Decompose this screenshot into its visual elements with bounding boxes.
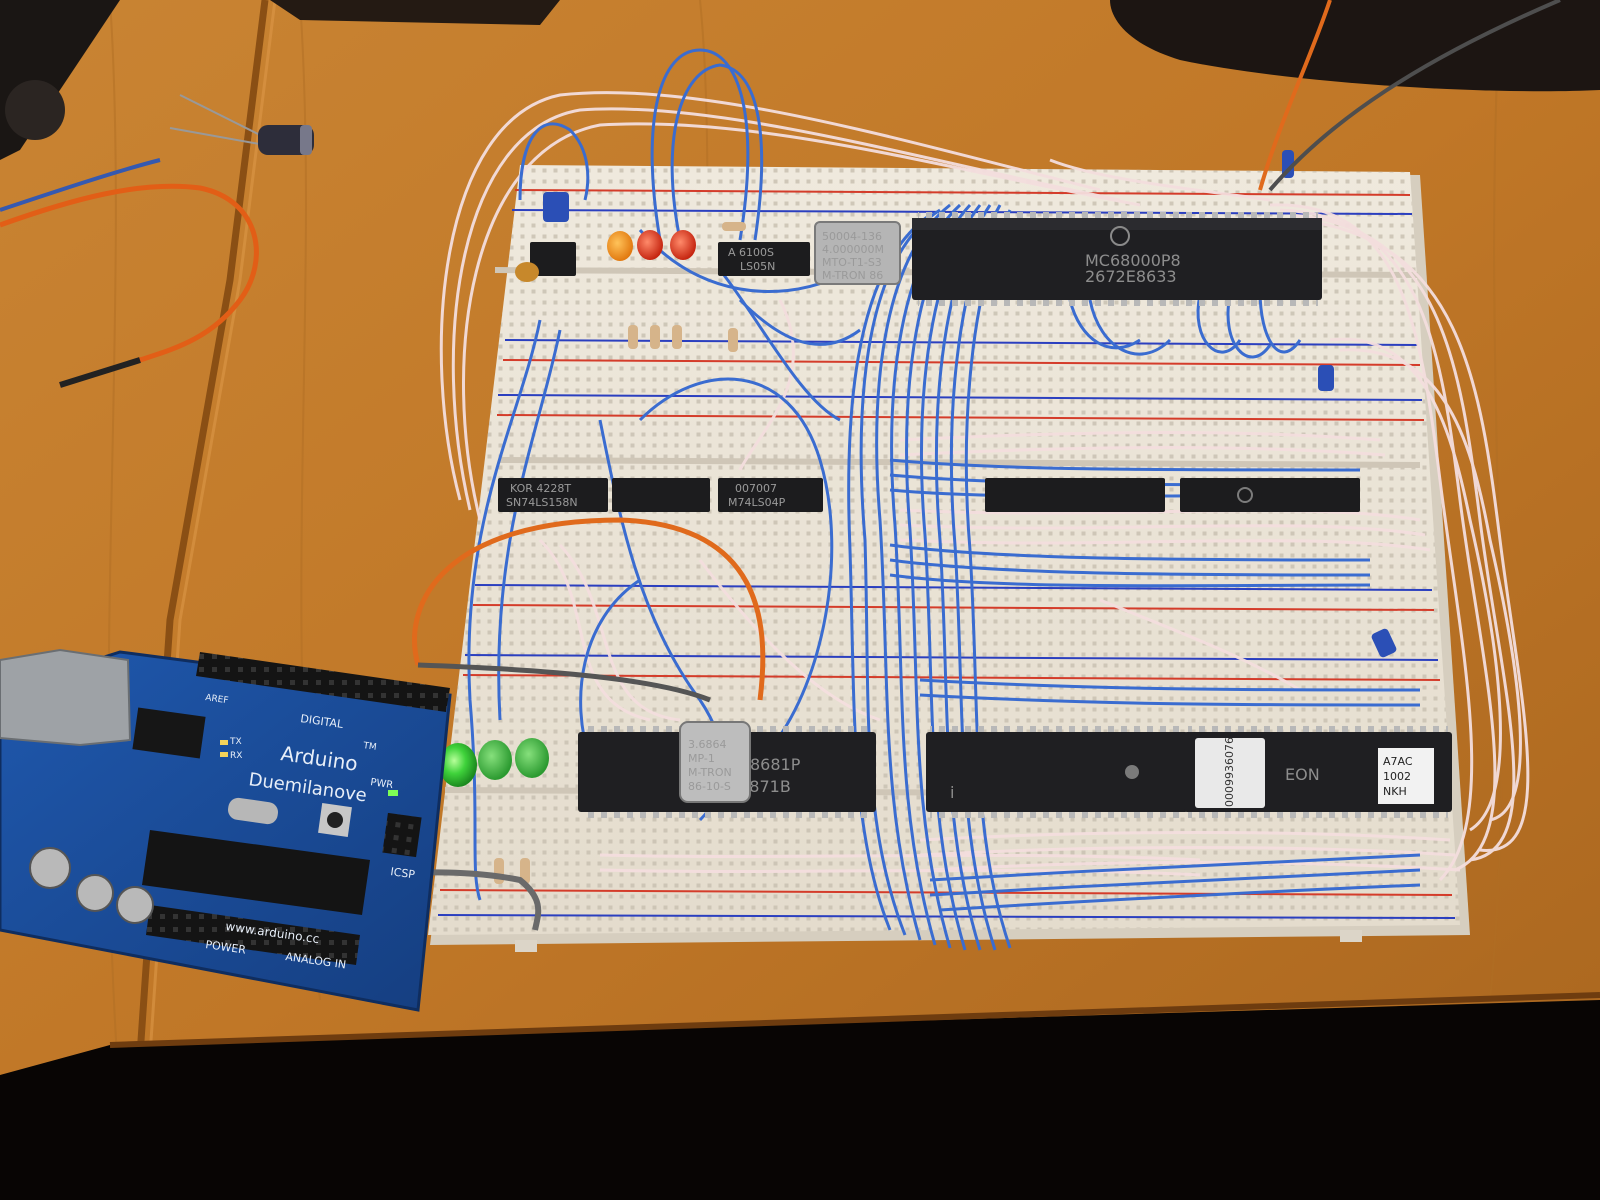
ftdi-chip: [132, 707, 206, 759]
rx-led: [220, 752, 228, 757]
icsp-label: ICSP: [390, 865, 416, 881]
electrolytic-cap-1: [29, 847, 71, 889]
usb-connector: [0, 648, 132, 747]
dark-floor-area: [0, 1000, 1600, 1200]
crystal-uart-line4: 86-10-S: [688, 780, 731, 793]
gray-patch-wire: [417, 662, 711, 703]
dark-object-top: [270, 0, 560, 25]
tx-led: [220, 740, 228, 745]
rom-code-3: NKH: [1383, 785, 1407, 798]
arduino-crystal: [228, 797, 278, 825]
electrolytic-cap-2: [76, 874, 114, 912]
logic-mid-left-label: KOR 4228T: [510, 482, 571, 495]
resistors-top: [628, 222, 746, 352]
logic-top-label2: A 6100S: [728, 246, 774, 259]
green-led-2: [478, 740, 512, 780]
desk-front-edge: [109, 992, 1600, 1048]
eprom-brand-label: i: [950, 783, 954, 802]
crystal-oscillator-4mhz: 50004-136 4.000000M MTO-T1-S3 M-TRON 86: [814, 221, 901, 285]
crystal-main-line1: 50004-136: [822, 230, 882, 243]
power-label: POWER: [205, 938, 248, 957]
logic-chip-ls04: 007007 M74LS04P: [718, 478, 823, 512]
small-logic-chip-top-left: [530, 242, 576, 276]
icsp-header: [382, 812, 422, 858]
crystal-uart-line2: MP-1: [688, 752, 715, 765]
atmega-chip: [142, 830, 370, 915]
logic-chip-ls158: KOR 4228T SN74LS158N: [498, 478, 608, 512]
status-leds-top: [607, 230, 696, 261]
green-led-3: [515, 738, 549, 778]
electrolytic-cap-3: [116, 886, 154, 924]
rom-code-2: 1002: [1383, 770, 1411, 783]
orange-patch-wire: [412, 517, 766, 701]
logic-top-label: LS05N: [740, 260, 775, 273]
rom-code-1: A7AC: [1383, 755, 1413, 768]
dc-jack-plug: [5, 80, 65, 140]
red-led-1: [637, 230, 663, 260]
pwr-label: PWR: [370, 777, 394, 791]
crystal-main-line3: MTO-T1-S3: [822, 256, 882, 269]
cpu-label-1: MC68000P8: [1085, 251, 1181, 270]
logic-mid-left-label2: SN74LS158N: [506, 496, 578, 509]
logic-chip-ls05: A 6100S LS05N: [718, 242, 810, 276]
logic-mid-right-label2: M74LS04P: [728, 496, 786, 509]
loose-blue-wire: [0, 158, 161, 212]
tx-label: TX: [229, 737, 242, 747]
tantalum-capacitor: [515, 262, 539, 282]
cpu-mc68000-chip: MC68000P8 2672E8633: [912, 212, 1322, 306]
gray-power-wire: [1268, 0, 1561, 192]
loose-capacitor: [169, 94, 314, 155]
pwr-led: [388, 790, 398, 796]
rom-brand-label: EON: [1285, 765, 1320, 784]
arduino-tm-label: TM: [362, 741, 378, 753]
crystal-uart-3-6864: 3.6864 MP-1 M-TRON 86-10-S: [679, 721, 751, 803]
ceramic-capacitor-blue: [543, 192, 569, 222]
crystal-uart-line1: 3.6864: [688, 738, 727, 751]
eprom-intel-chip: i: [926, 726, 1188, 818]
red-led-2: [670, 230, 696, 260]
reset-button-cap[interactable]: [327, 812, 343, 828]
arduino-duemilanove-board: Arduino TM Duemilanove www.arduino.cc DI…: [0, 648, 452, 1012]
crystal-main-line4: M-TRON 86: [822, 269, 883, 282]
rx-label: RX: [230, 751, 242, 761]
analog-header: [146, 905, 360, 965]
black-bag: [1110, 0, 1600, 92]
logic-mid-right-label: 007007: [735, 482, 777, 495]
digital-label: DIGITAL: [300, 712, 345, 731]
status-leds-green: [439, 738, 549, 787]
logic-chip-mitsubishi: [612, 478, 710, 512]
orange-power-wire: [1258, 0, 1332, 191]
eprom-window-sticker: [1195, 738, 1265, 808]
loose-wire-pin: [59, 357, 141, 388]
ram-chips-right: [985, 478, 1360, 512]
cpu-label-2: 2672E8633: [1085, 267, 1177, 286]
green-led-1: [439, 743, 477, 787]
orange-led: [607, 231, 633, 261]
crystal-uart-line3: M-TRON: [688, 766, 732, 779]
digital-header: [196, 652, 450, 712]
rom-code-sticker: [1378, 748, 1434, 804]
crystal-main-line2: 4.000000M: [822, 243, 884, 256]
loose-orange-wire: [0, 183, 259, 388]
eprom-sticker-label: 0009936076: [1223, 737, 1236, 807]
rom-eon-chip: 0009936076 EON A7AC 1002 NKH: [1184, 726, 1452, 818]
uart-label-1: 8681P: [750, 755, 801, 774]
aref-label: AREF: [205, 693, 229, 706]
